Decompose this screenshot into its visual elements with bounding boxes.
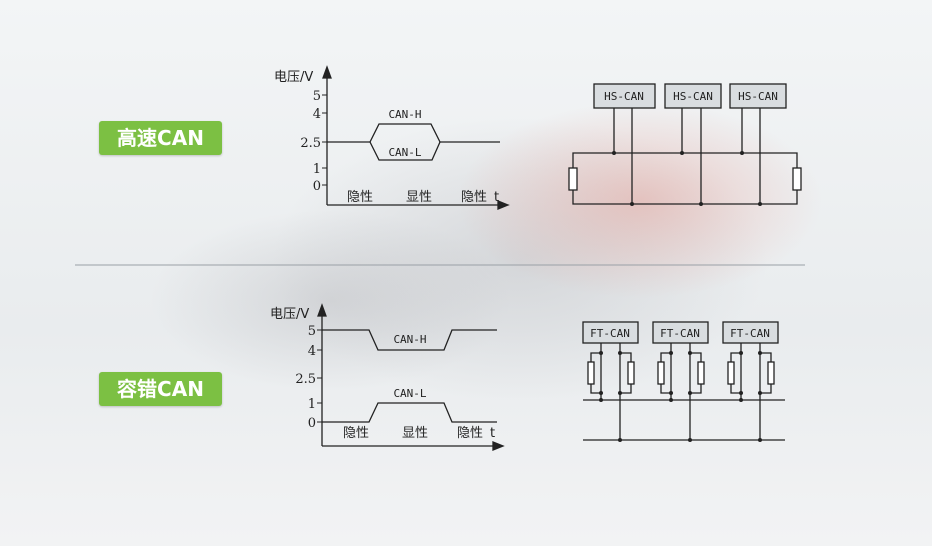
dominant-label: 显性 (406, 190, 432, 205)
hs-can-node (593, 83, 656, 109)
recessive-label: 隐性 (461, 190, 487, 205)
tick: 0 (308, 416, 316, 431)
can-h-trace (327, 123, 500, 143)
hs-can-node (729, 83, 787, 109)
tick: 5 (313, 89, 321, 104)
hs-can-node (664, 83, 722, 109)
tick: 4 (308, 344, 316, 359)
x-axis-label: t (494, 190, 499, 205)
ft-can-network: FT-CAN FT-CAN FT-CAN (582, 321, 785, 443)
svg-text:FT-CAN: FT-CAN (660, 327, 700, 340)
ft-can-waveform: 电压/V 5 4 2.5 1 0 CAN-H CAN-L 隐性 显性 隐性 t (270, 303, 505, 451)
x-axis-label: t (490, 426, 495, 441)
tick: 1 (308, 397, 316, 412)
svg-text:FT-CAN: FT-CAN (730, 327, 770, 340)
svg-text:HS-CAN: HS-CAN (673, 90, 713, 103)
tick: 5 (308, 324, 316, 339)
dominant-label: 显性 (402, 426, 428, 441)
recessive-label: 隐性 (457, 426, 483, 441)
recessive-label: 隐性 (343, 426, 369, 441)
high-speed-can-label: 高速CAN (99, 121, 222, 155)
recessive-label: 隐性 (347, 190, 373, 205)
hs-can-waveform: 电压/V 5 4 2.5 1 0 CAN-H CAN-L 隐性 显性 隐性 t (274, 65, 510, 210)
y-axis-label: 电压/V (274, 70, 313, 85)
y-axis-label: 电压/V (270, 307, 309, 322)
can-l-trace (369, 141, 441, 161)
tick: 0 (313, 179, 321, 194)
can-l-trace (322, 402, 497, 423)
tick: 4 (313, 107, 321, 122)
tick: 2.5 (300, 136, 321, 151)
svg-text:HS-CAN: HS-CAN (738, 90, 778, 103)
can-h-trace (322, 329, 497, 351)
tick: 2.5 (295, 372, 316, 387)
can-h-label: CAN-H (388, 108, 421, 121)
can-l-label: CAN-L (388, 146, 421, 159)
svg-text:FT-CAN: FT-CAN (590, 327, 630, 340)
ft-can-node (582, 321, 639, 344)
hs-can-network: HS-CAN HS-CAN HS-CAN (568, 83, 802, 206)
can-l-label: CAN-L (393, 387, 426, 400)
fault-tolerant-can-label: 容错CAN (99, 372, 222, 406)
svg-text:HS-CAN: HS-CAN (604, 90, 644, 103)
can-h-label: CAN-H (393, 333, 426, 346)
tick: 1 (313, 162, 321, 177)
